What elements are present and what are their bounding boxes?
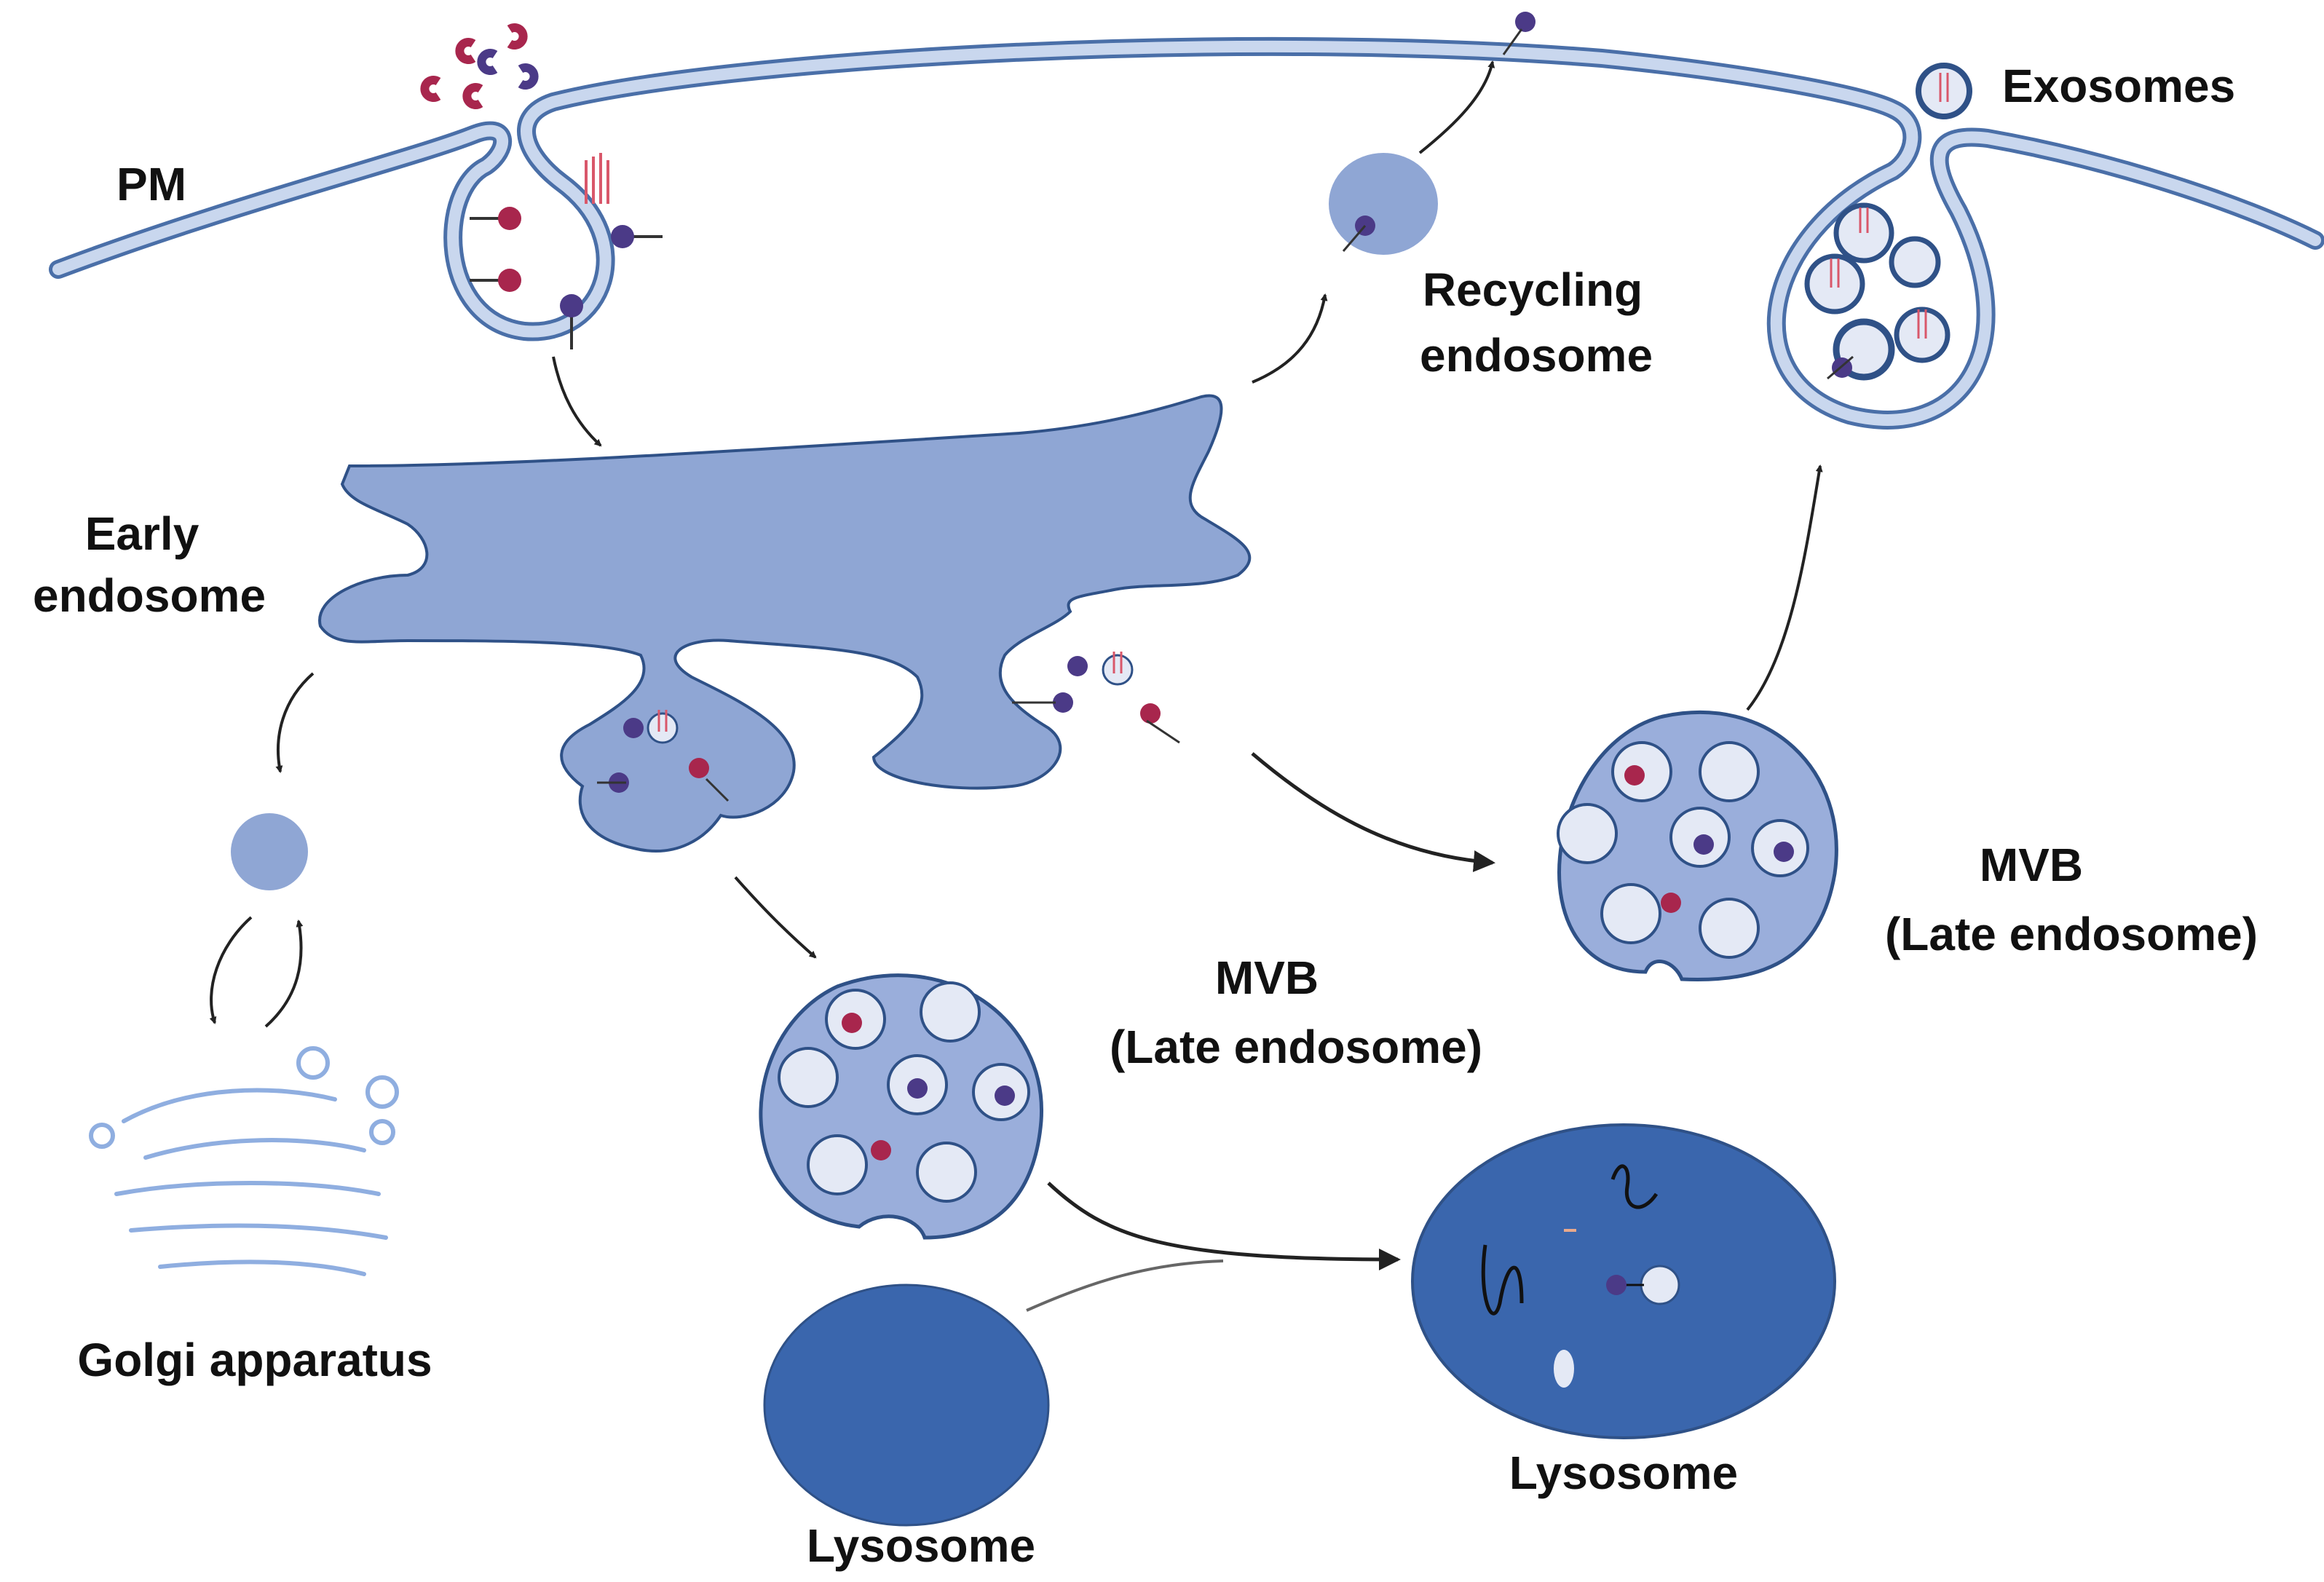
mvb-right-label-1: MVB [1980,839,2083,891]
arrow-vesicle-to-golgi [209,916,253,1024]
arrow-recycling-to-pm [1418,60,1495,154]
pm-label: PM [116,158,186,210]
arrow-early-to-recycling [1252,293,1328,384]
endocytic-pit-receptors [470,153,663,349]
recycling-endosome-label-2: endosome [1420,329,1653,381]
mvb-center-label-2: (Late endosome) [1110,1021,1482,1073]
ligand-cluster [420,23,539,109]
arrow-mvb-to-exosomes [1746,464,1823,711]
lysosome-right-label: Lysosome [1509,1447,1738,1499]
lysosome-left [763,1284,1050,1527]
arrow-pit-to-early [552,356,602,447]
arrow-early-to-golgi-vesicle [275,672,315,773]
mvb-right-label-2: (Late endosome) [1885,908,2258,960]
plasma-membrane [49,36,2324,430]
early-endosome-label-1: Early [85,507,199,560]
early-endosome [318,394,1252,853]
mvb-center [759,973,1043,1240]
mvb-right [1557,710,1838,981]
golgi-label: Golgi apparatus [77,1334,432,1386]
arrow-early-to-mvb-center [734,876,817,959]
exosome-release-pocket [1804,63,1972,381]
golgi-apparatus [89,1046,399,1276]
recycling-endosome-label-1: Recycling [1423,264,1643,316]
mvb-center-label-1: MVB [1215,952,1319,1004]
exosomes-label: Exosomes [2002,60,2235,112]
lysosome-left-label: Lysosome [807,1519,1035,1572]
arrow-early-to-mvb-right [1251,752,1495,872]
transport-vesicle [231,813,308,890]
arrow-golgi-to-vesicle [264,919,304,1028]
recycling-endosome [1329,153,1438,255]
early-endosome-label-2: endosome [33,569,266,622]
arrow-mvb-to-lysosome [1047,1182,1401,1270]
arrow-lysosome-merge [1026,1259,1224,1312]
lysosome-right [1411,1123,1836,1439]
